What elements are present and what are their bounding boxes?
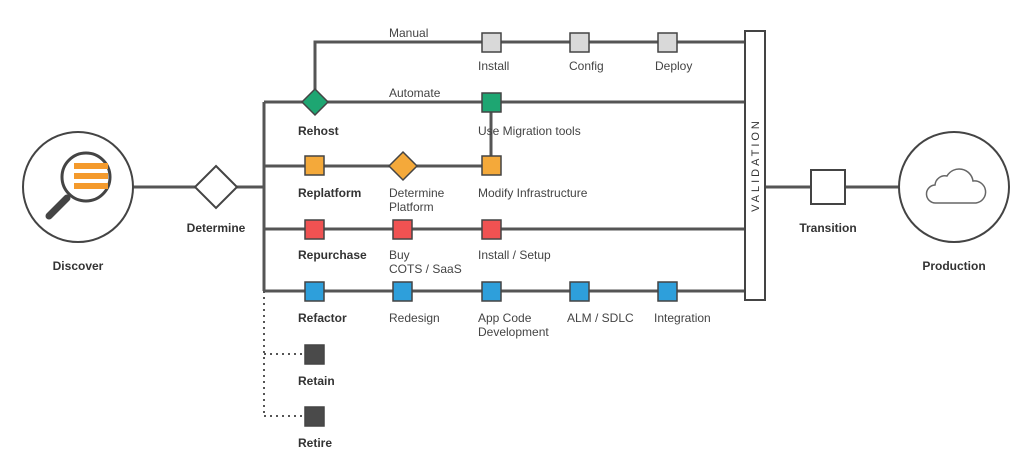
discover-label: Discover xyxy=(53,259,104,273)
cots-saas-label: COTS / SaaS xyxy=(389,262,462,276)
automate-label: Automate xyxy=(389,86,441,100)
alm-sdlc-label: ALM / SDLC xyxy=(567,311,634,325)
integration-label: Integration xyxy=(654,311,711,325)
transition-box xyxy=(810,169,846,205)
repurchase-label: Repurchase xyxy=(298,248,367,262)
integration-box xyxy=(657,281,678,302)
refactor-box xyxy=(304,281,325,302)
migration-tools-label: Use Migration tools xyxy=(478,124,581,138)
redesign-label: Redesign xyxy=(389,311,440,325)
retain-box xyxy=(304,344,325,365)
config-box xyxy=(569,32,590,53)
rehost-label: Rehost xyxy=(298,124,339,138)
repurchase-path: Repurchase Buy COTS / SaaS Install / Set… xyxy=(298,219,551,276)
migration-tools-box xyxy=(481,92,502,113)
determine-platform-label-line1: Determine xyxy=(389,186,445,200)
refactor-label: Refactor xyxy=(298,311,347,325)
determine-diamond xyxy=(193,164,239,210)
production-node: Production xyxy=(898,131,1010,273)
deploy-box xyxy=(657,32,678,53)
retire-label: Retire xyxy=(298,436,332,450)
retire-path: Retire xyxy=(298,406,332,450)
config-label: Config xyxy=(569,59,604,73)
validation-rect xyxy=(744,30,766,301)
app-code-label-line1: App Code xyxy=(478,311,532,325)
validation-bar: VALIDATION xyxy=(744,30,766,301)
redesign-box xyxy=(392,281,413,302)
determine-platform-label-line2: Platform xyxy=(389,200,434,214)
install-box xyxy=(481,32,502,53)
manual-path: Manual Install Config Deploy xyxy=(389,26,692,73)
production-circle xyxy=(898,131,1010,243)
manual-label: Manual xyxy=(389,26,428,40)
replatform-label: Replatform xyxy=(298,186,361,200)
repurchase-box xyxy=(304,219,325,240)
buy-cots-box xyxy=(392,219,413,240)
production-label: Production xyxy=(922,259,985,273)
determine-platform-diamond xyxy=(387,150,419,182)
install-label: Install xyxy=(478,59,509,73)
manual-line xyxy=(313,40,745,92)
transition-node: Transition xyxy=(799,169,857,235)
rehost-path: Rehost Automate Use Migration tools xyxy=(298,86,581,138)
refactor-path: Refactor Redesign App Code Development A… xyxy=(298,281,711,339)
install-setup-label: Install / Setup xyxy=(478,248,551,262)
modify-infrastructure-box xyxy=(481,155,502,176)
transition-label: Transition xyxy=(799,221,856,235)
app-code-label-line2: Development xyxy=(478,325,549,339)
replatform-box xyxy=(304,155,325,176)
determine-node: Determine xyxy=(187,164,246,235)
retire-box xyxy=(304,406,325,427)
magnifier-icon xyxy=(45,151,112,220)
retain-label: Retain xyxy=(298,374,335,388)
validation-label: VALIDATION xyxy=(750,118,762,212)
buy-label: Buy xyxy=(389,248,410,262)
replatform-path: Replatform Determine Platform Modify Inf… xyxy=(298,150,588,214)
alm-sdlc-box xyxy=(569,281,590,302)
rehost-diamond xyxy=(300,87,330,117)
cloud-icon xyxy=(925,168,987,204)
retain-path: Retain xyxy=(298,344,335,388)
determine-label: Determine xyxy=(187,221,246,235)
discover-node: Discover xyxy=(22,131,134,273)
install-setup-box xyxy=(481,219,502,240)
modify-infrastructure-label: Modify Infrastructure xyxy=(478,186,588,200)
connector-lines xyxy=(132,40,899,417)
deploy-label: Deploy xyxy=(655,59,692,73)
app-code-box xyxy=(481,281,502,302)
